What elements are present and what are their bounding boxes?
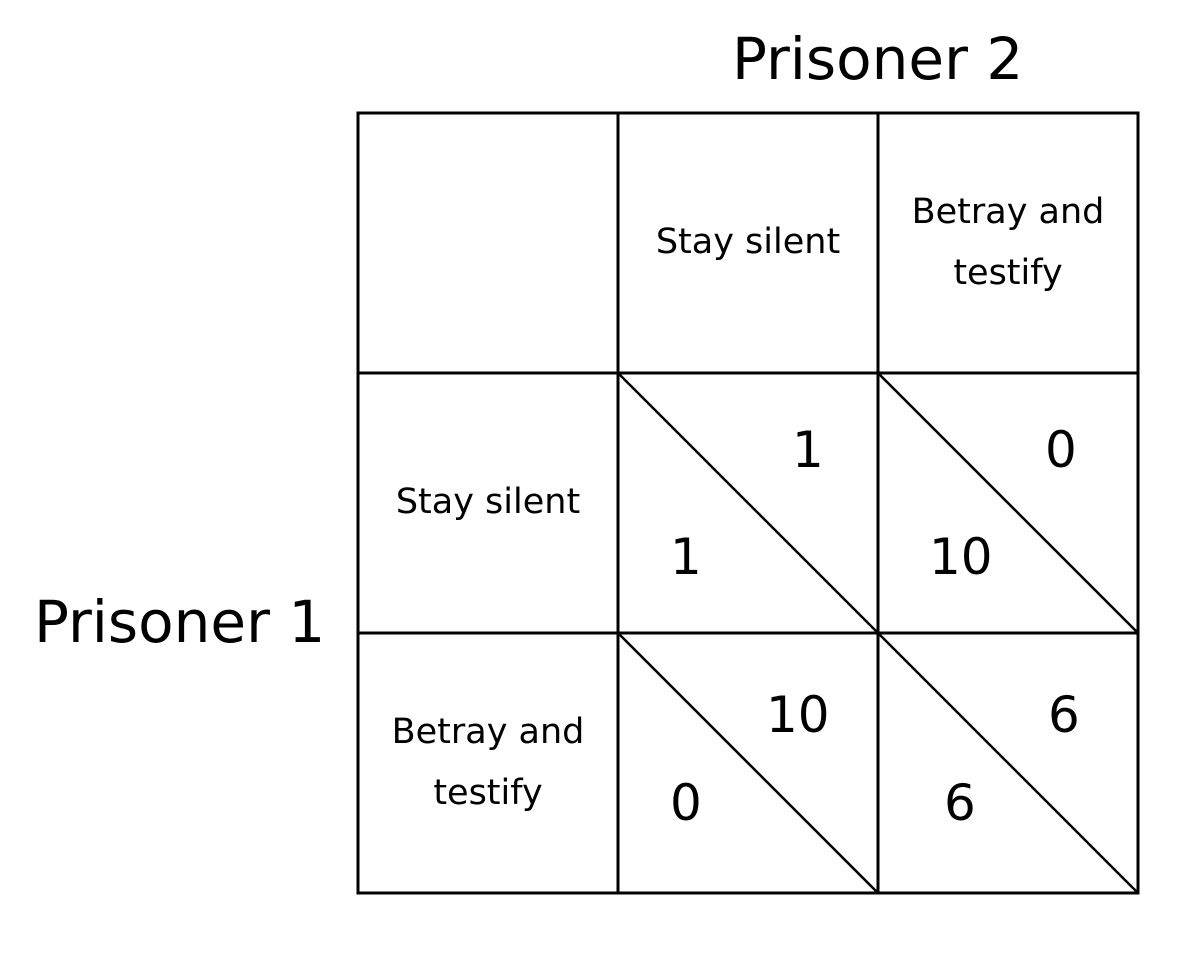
payoff-r1c1-prisoner1: 1 — [670, 528, 702, 586]
payoff-r2c2-prisoner1: 6 — [944, 774, 976, 832]
column-header-stay-silent: Stay silent — [618, 113, 878, 373]
payoff-r1c1-prisoner2: 1 — [792, 421, 824, 479]
diagonal-r1c2 — [877, 372, 1139, 634]
row-header-stay-silent: Stay silent — [358, 373, 618, 633]
column-player-label: Prisoner 2 — [732, 25, 1024, 93]
matrix-border — [356, 111, 1140, 895]
payoff-r2c1-prisoner2: 10 — [766, 686, 830, 744]
payoff-r1c2-prisoner1: 10 — [929, 528, 993, 586]
column-header-betray: Betray and testify — [878, 113, 1138, 373]
diagonal-r2c1 — [617, 632, 879, 894]
diagonal-r1c1 — [617, 372, 879, 634]
column-header-line: testify — [953, 253, 1063, 293]
row-header-betray: Betray and testify — [358, 633, 618, 893]
column-header-line: Stay silent — [655, 222, 841, 263]
row-player-label: Prisoner 1 — [34, 588, 326, 656]
row-header-line: Betray and — [391, 711, 585, 752]
payoff-r2c2-prisoner2: 6 — [1048, 686, 1080, 744]
diagonal-r2c2 — [877, 632, 1139, 894]
row-header-line: testify — [433, 773, 543, 813]
row-header-line: Stay silent — [395, 482, 581, 523]
column-header-line: Betray and — [911, 191, 1105, 232]
payoff-r1c2-prisoner2: 0 — [1045, 421, 1077, 479]
payoff-r2c1-prisoner1: 0 — [670, 774, 702, 832]
corner-cell — [358, 113, 618, 373]
